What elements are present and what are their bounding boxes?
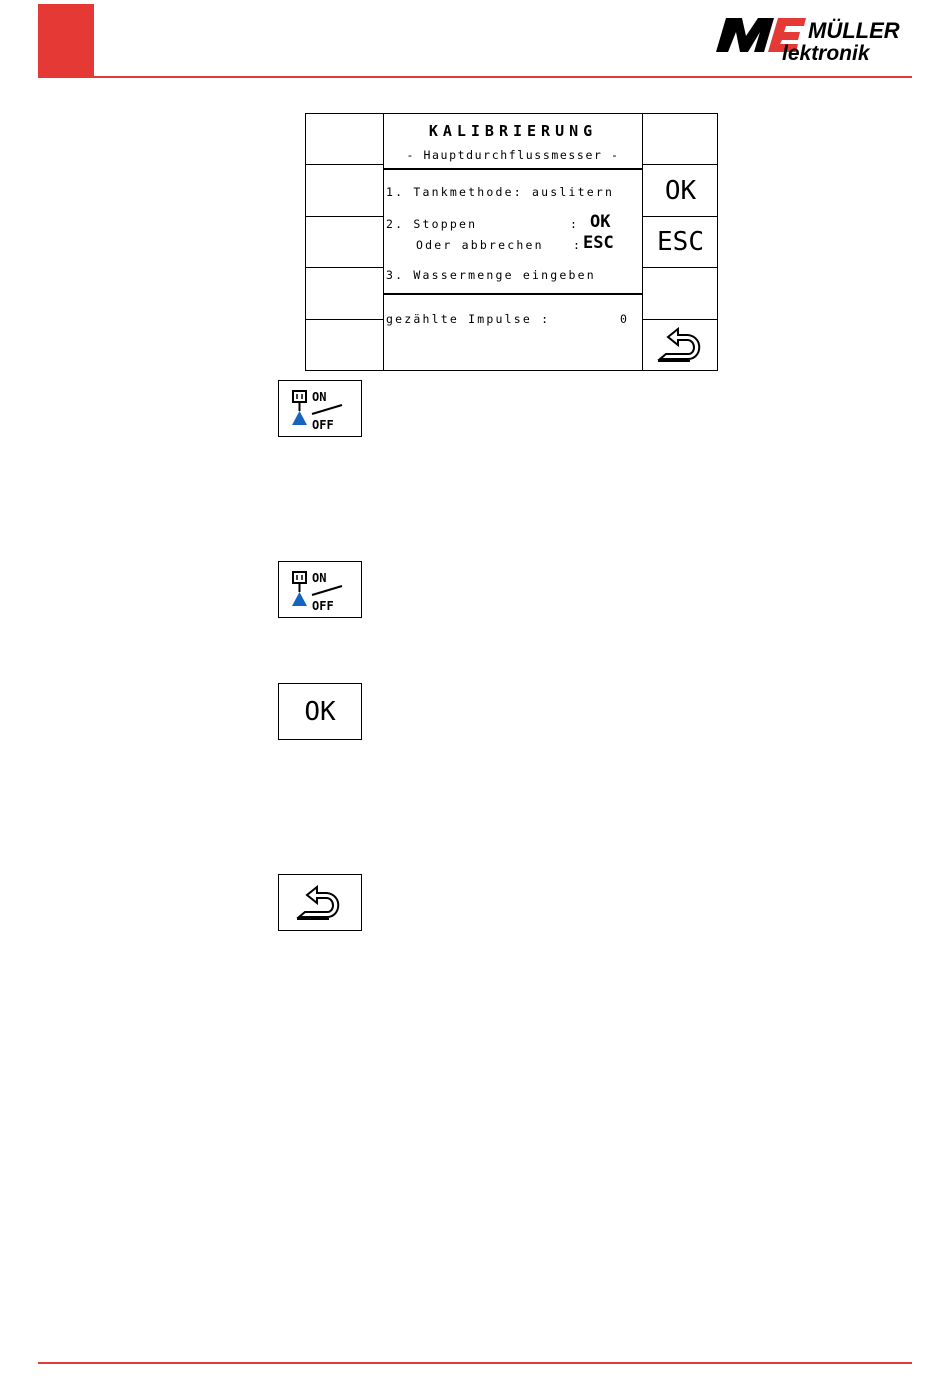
step-2b-label: Oder abbrechen: [416, 238, 544, 252]
impulse-value: 0: [620, 312, 629, 326]
left-softkey-3[interactable]: [306, 217, 383, 268]
divider-bottom: [384, 293, 642, 295]
back-softkey[interactable]: [643, 320, 718, 370]
ok-button[interactable]: OK: [278, 683, 362, 740]
ok-softkey-label: OK: [665, 176, 696, 206]
on-label: ON: [312, 571, 326, 585]
divider-top: [384, 168, 642, 170]
step-2-value: OK: [590, 212, 610, 232]
step-2-colon: :: [570, 217, 579, 231]
footer-rule: [38, 1362, 912, 1364]
on-label: ON: [312, 390, 326, 404]
back-arrow-icon: [654, 325, 708, 365]
mueller-elektronik-logo: MÜLLER lektronik: [712, 10, 908, 66]
left-softkey-4[interactable]: [306, 268, 383, 320]
left-softkey-2[interactable]: [306, 165, 383, 217]
section-onoff-button-2[interactable]: ON OFF: [278, 561, 362, 618]
screen-content: KALIBRIERUNG - Hauptdurchflussmesser - 1…: [384, 114, 642, 370]
step-1-text: 1. Tankmethode: auslitern: [386, 185, 614, 199]
section-onoff-button[interactable]: ON OFF: [278, 380, 362, 437]
back-button[interactable]: [278, 874, 362, 931]
right-softkey-1[interactable]: [643, 114, 718, 165]
step-3-text: 3. Wassermenge eingeben: [386, 268, 596, 282]
right-softkey-column: OK ESC: [642, 114, 718, 370]
sprayer-onoff-icon: ON OFF: [290, 568, 350, 612]
right-softkey-4[interactable]: [643, 268, 718, 320]
step-2-label: 2. Stoppen: [386, 217, 477, 231]
screen-title: KALIBRIERUNG: [384, 122, 642, 140]
esc-softkey-label: ESC: [657, 227, 704, 257]
red-corner-tab: [38, 4, 94, 77]
impulse-label: gezählte Impulse :: [386, 312, 550, 326]
step-2b-colon: :: [573, 238, 582, 252]
ok-softkey[interactable]: OK: [643, 165, 718, 217]
sprayer-onoff-icon: ON OFF: [290, 387, 350, 431]
off-label: OFF: [312, 418, 334, 431]
left-softkey-1[interactable]: [306, 114, 383, 165]
step-2b-value: ESC: [583, 233, 614, 253]
esc-softkey[interactable]: ESC: [643, 217, 718, 268]
off-label: OFF: [312, 599, 334, 612]
logo-bottom-text: lektronik: [782, 42, 871, 65]
back-arrow-icon: [293, 883, 347, 923]
logo-top-text: MÜLLER: [808, 18, 900, 43]
terminal-screen: KALIBRIERUNG - Hauptdurchflussmesser - 1…: [305, 113, 718, 371]
left-softkey-column: [306, 114, 384, 370]
ok-button-label: OK: [304, 697, 335, 727]
left-softkey-5[interactable]: [306, 320, 383, 370]
screen-subtitle: - Hauptdurchflussmesser -: [384, 148, 642, 162]
header-rule: [38, 76, 912, 78]
